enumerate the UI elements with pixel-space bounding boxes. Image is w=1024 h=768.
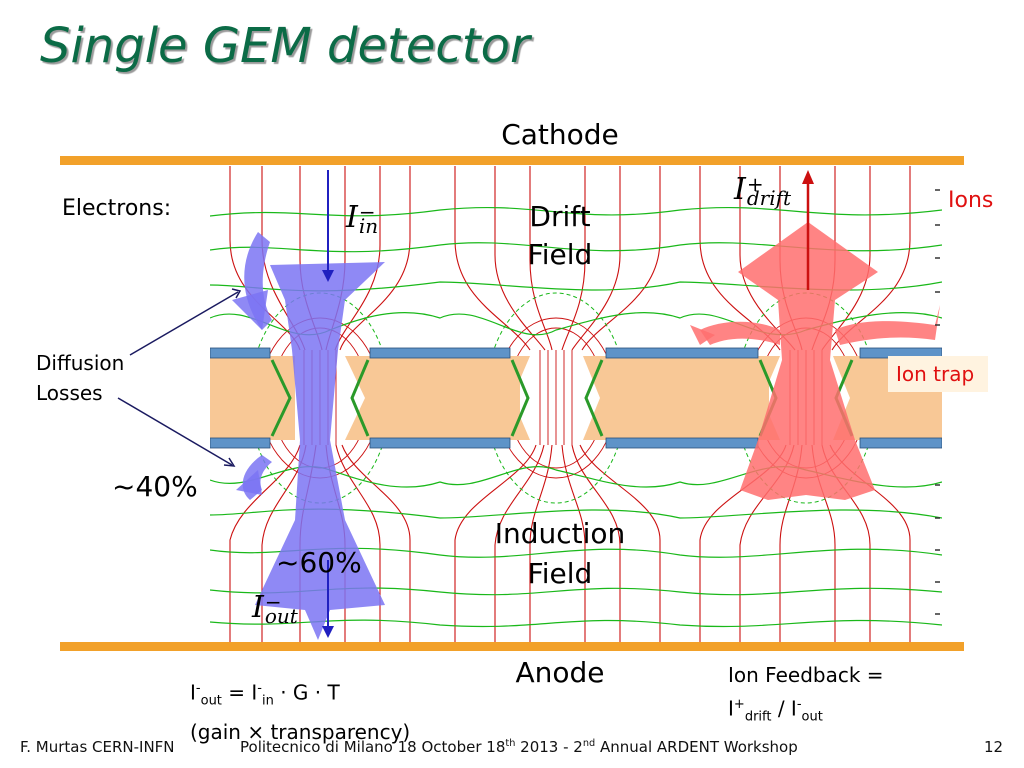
electrons-label: Electrons: xyxy=(62,196,172,221)
induction-field-line2: Field xyxy=(527,557,593,590)
gain-formula: I-out = I-in · G · T (gain × transparenc… xyxy=(190,674,410,747)
i-drift-base: I xyxy=(734,172,746,207)
induction-field-label: Induction Field xyxy=(470,514,650,594)
i-in-sub: in xyxy=(358,214,379,238)
i-in-symbol: I−in xyxy=(346,200,379,238)
i-drift-sup: + xyxy=(746,172,764,196)
drift-field-label: Drift Field xyxy=(490,198,630,274)
gain-formula-line1: I-out = I-in · G · T xyxy=(190,680,340,709)
copper-electrodes xyxy=(210,347,942,449)
ion-trap-label: Ion trap xyxy=(896,362,975,386)
i-out-sub: out xyxy=(264,604,298,628)
diffusion-line2: Losses xyxy=(36,381,103,405)
current-arrows xyxy=(322,170,814,638)
cathode-plate xyxy=(60,156,964,165)
anode-plate xyxy=(60,642,964,651)
footer-author: F. Murtas CERN-INFN xyxy=(20,738,175,756)
drift-field-line2: Field xyxy=(527,238,593,271)
anode-label: Anode xyxy=(515,656,605,689)
i-in-base: I xyxy=(346,200,358,235)
i-drift-sub: drift xyxy=(746,186,792,210)
pct-40-label: ~40% xyxy=(112,470,198,503)
slide-title: Single GEM detector xyxy=(40,18,530,74)
ion-feedback-formula: Ion Feedback = I+drift / I-out xyxy=(728,660,884,733)
gain-formula-line2: (gain × transparency) xyxy=(190,719,411,744)
ion-feedback-line2: I+drift / I-out xyxy=(728,696,823,725)
footer-event: Politecnico di Milano 18 October 18th 20… xyxy=(240,738,798,756)
cathode-label: Cathode xyxy=(501,118,619,151)
i-out-base: I xyxy=(252,590,264,625)
ions-label: Ions xyxy=(948,188,994,213)
drift-field-line1: Drift xyxy=(529,200,591,233)
ion-feedback-line1: Ion Feedback = xyxy=(728,663,884,687)
diffusion-pointers xyxy=(117,288,242,467)
i-drift-symbol: I+drift xyxy=(734,172,792,210)
i-out-symbol: I−out xyxy=(252,590,298,628)
induction-field-line1: Induction xyxy=(494,517,626,550)
pct-60-label: ~60% xyxy=(276,546,362,579)
ion-flow xyxy=(690,222,940,500)
i-out-sup: − xyxy=(264,590,282,614)
diffusion-losses-label: Diffusion Losses xyxy=(36,348,124,408)
page-number: 12 xyxy=(984,738,1004,756)
edge-ticks xyxy=(935,189,940,615)
electron-flow xyxy=(232,232,385,640)
diffusion-line1: Diffusion xyxy=(36,351,125,375)
i-in-sup: − xyxy=(358,200,376,224)
ion-trap-box xyxy=(888,356,988,392)
